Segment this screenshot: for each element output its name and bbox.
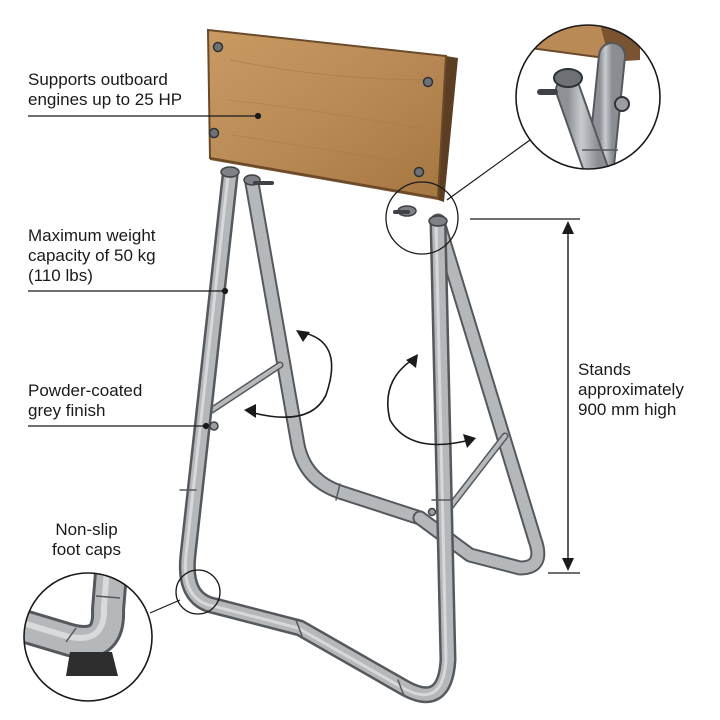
callout-height: Stands approximately 900 mm high xyxy=(578,360,684,419)
callout-foot-caps: Non-slip foot caps xyxy=(52,520,121,559)
leader-lines xyxy=(28,112,531,614)
stand-frame xyxy=(178,166,546,704)
detail-magnifier-circle xyxy=(515,24,661,170)
top-fittings xyxy=(209,166,448,517)
front-legs xyxy=(178,167,457,704)
bolt-icon xyxy=(212,41,224,53)
detail-marker-foot xyxy=(175,569,221,615)
callout-weight-capacity: Maximum weight capacity of 50 kg (110 lb… xyxy=(28,226,156,285)
bolt-icon xyxy=(413,166,425,178)
height-dimension-arrow-icon xyxy=(470,218,580,574)
callout-engine-capacity: Supports outboard engines up to 25 HP xyxy=(28,70,183,109)
mounting-board xyxy=(206,28,458,202)
bolt-icon xyxy=(208,127,220,139)
detail-marker-top xyxy=(385,181,459,255)
callout-finish: Powder-coated grey finish xyxy=(28,381,143,420)
bolt-icon xyxy=(422,76,434,88)
detail-magnifier-circle xyxy=(23,572,153,702)
rotation-arrow-icon xyxy=(386,354,476,448)
rotation-arrow-icon xyxy=(244,330,333,418)
